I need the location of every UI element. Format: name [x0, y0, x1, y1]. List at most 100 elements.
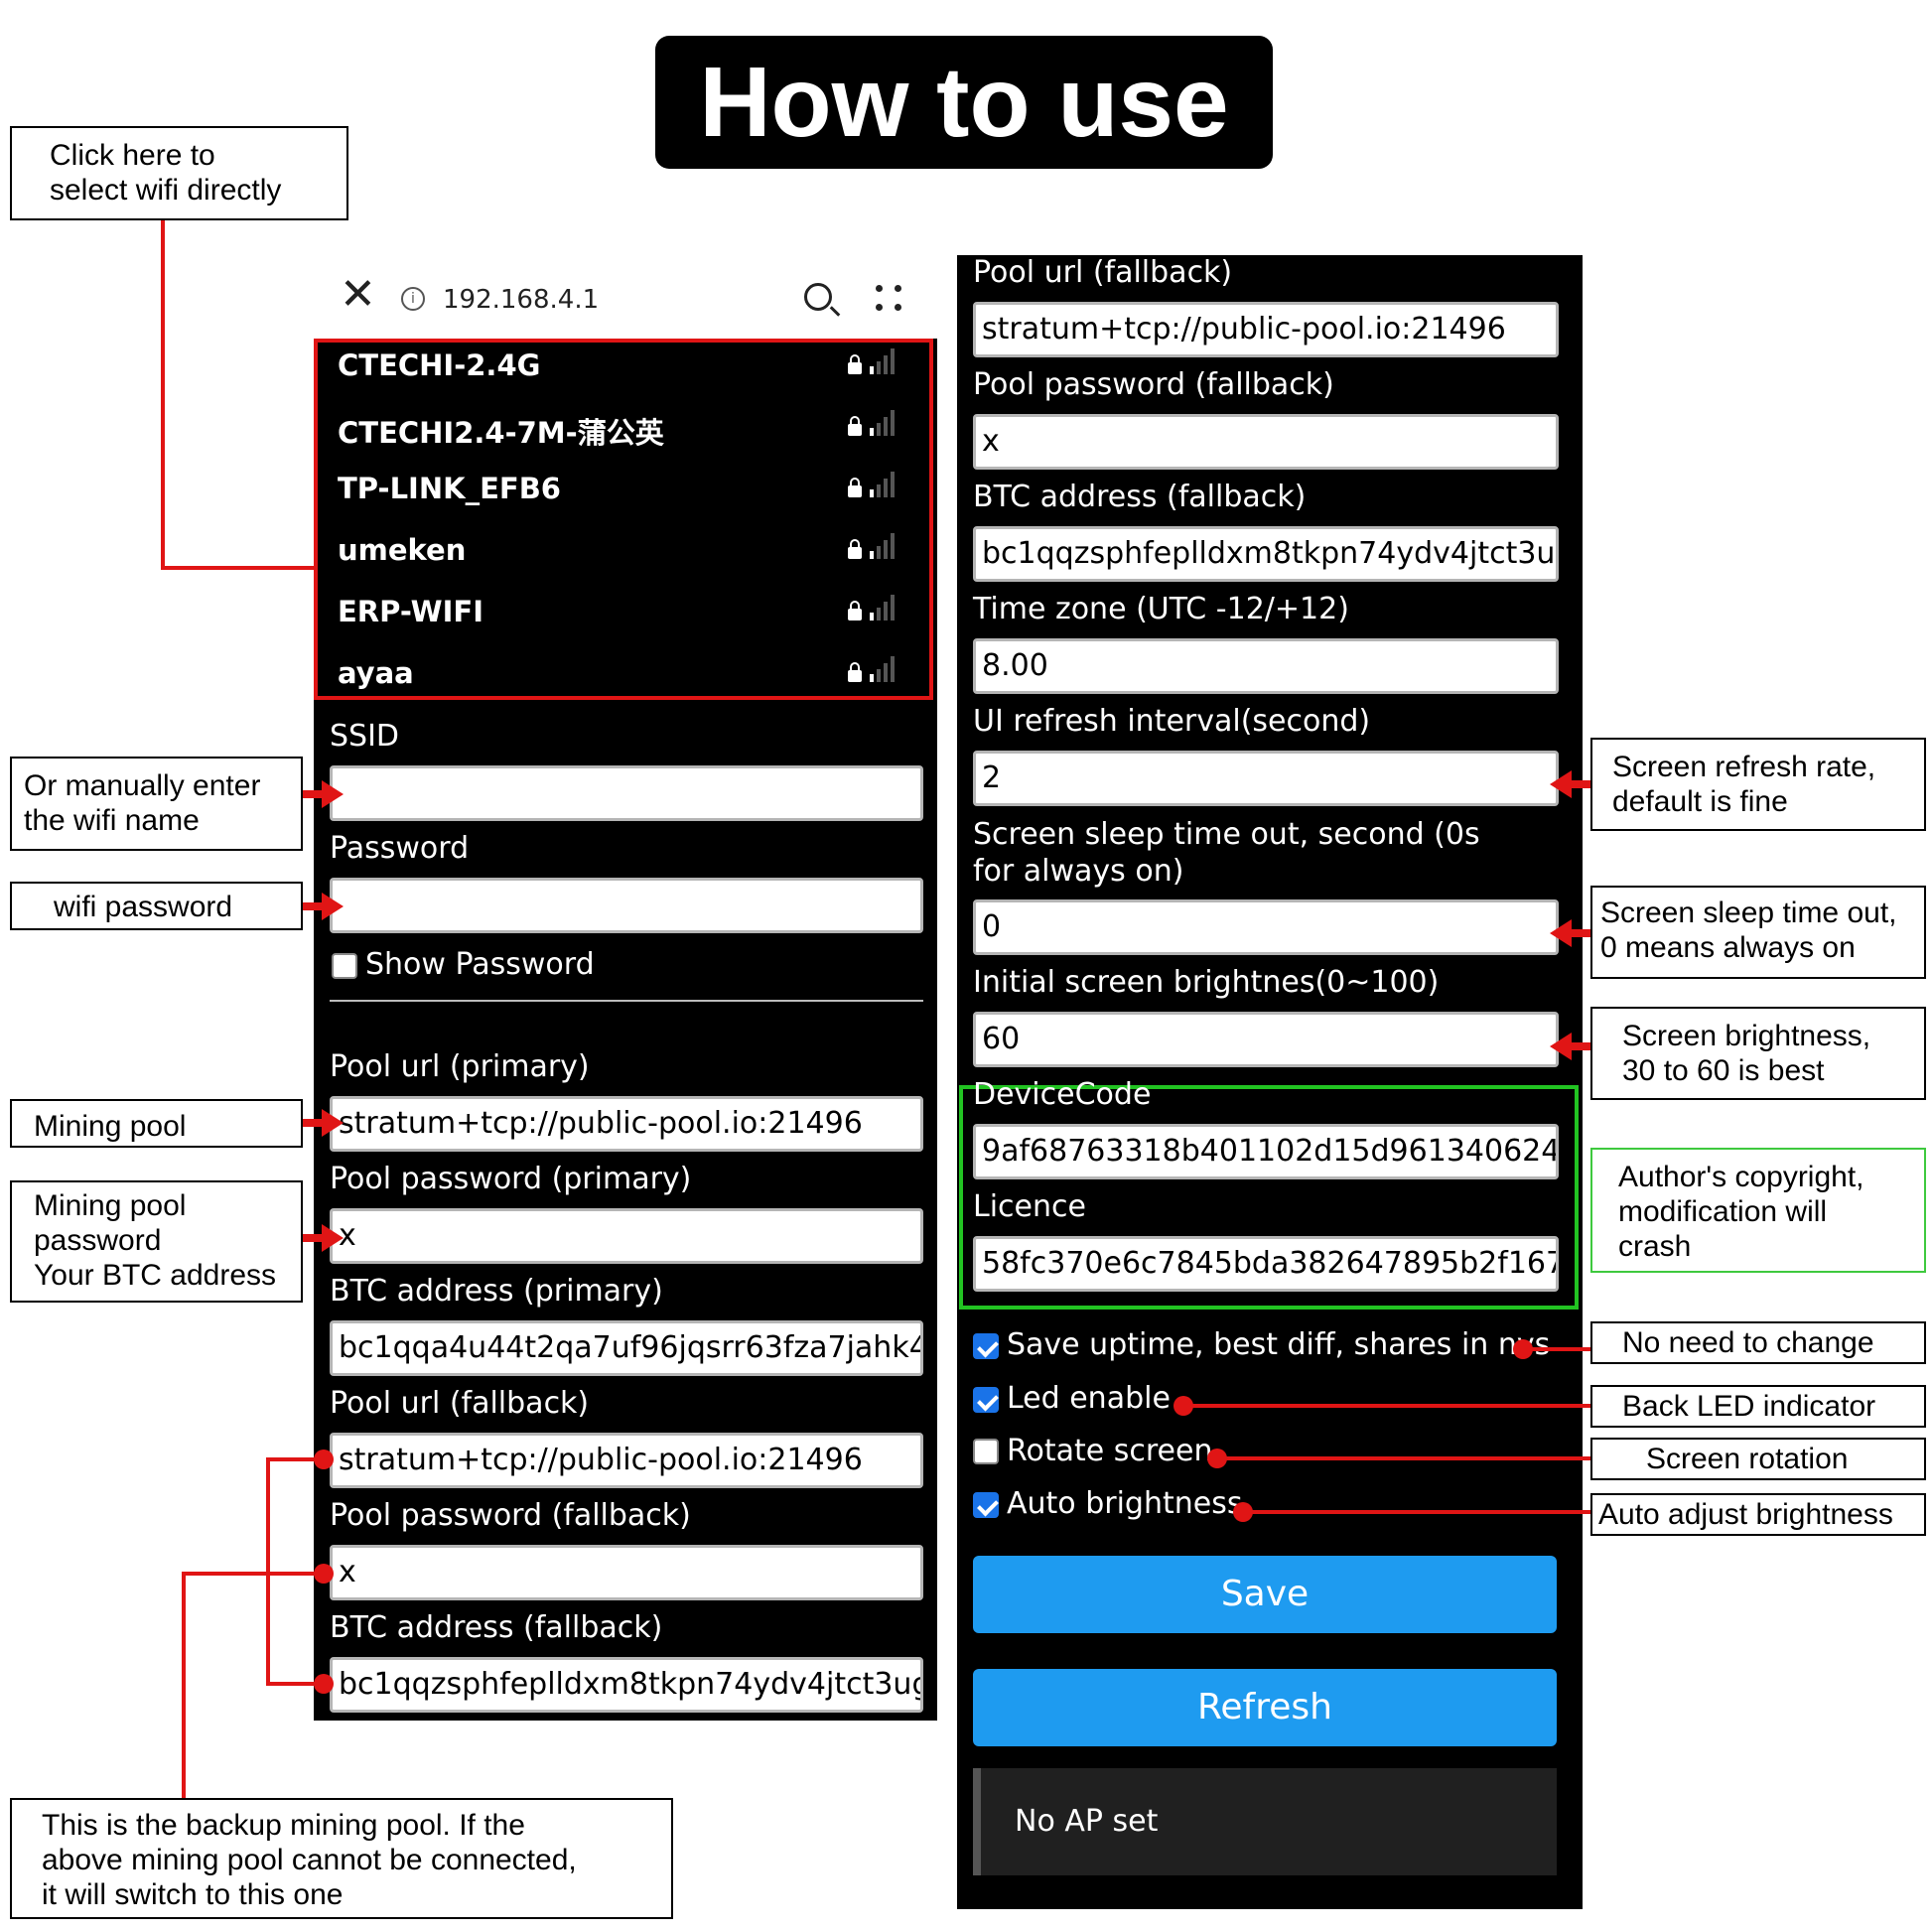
- info-icon[interactable]: i: [401, 287, 425, 311]
- arrow-sleep-head: [1550, 919, 1572, 947]
- address-bar-url[interactable]: 192.168.4.1: [443, 285, 600, 315]
- show-password-label: Show Password: [365, 947, 595, 982]
- ssid-label: SSID: [330, 719, 400, 754]
- timezone-input[interactable]: 8.00: [973, 638, 1559, 694]
- pool-url-primary-label: Pool url (primary): [330, 1049, 590, 1084]
- pool-password-fallback-input[interactable]: x: [973, 414, 1559, 470]
- rotate-screen-checkbox[interactable]: [973, 1439, 999, 1464]
- save-button[interactable]: Save: [973, 1556, 1557, 1633]
- lock-icon: [848, 539, 862, 559]
- arrow-pool-password-head: [322, 1224, 344, 1252]
- btc-address-primary-label: BTC address (primary): [330, 1274, 663, 1309]
- pool-url-primary-input[interactable]: stratum+tcp://public-pool.io:21496: [330, 1096, 923, 1152]
- refresh-button[interactable]: Refresh: [973, 1669, 1557, 1746]
- pool-password-fallback-input[interactable]: x: [330, 1545, 923, 1600]
- dot-back-led: [1173, 1396, 1193, 1416]
- licence-label: Licence: [973, 1189, 1086, 1224]
- ui-refresh-input[interactable]: 2: [973, 751, 1559, 806]
- btc-address-fallback-label: BTC address (fallback): [330, 1610, 663, 1645]
- status-message: No AP set: [973, 1768, 1557, 1875]
- wifi-network-name: CTECHI-2.4G: [338, 348, 541, 382]
- page-title: How to use: [655, 36, 1273, 169]
- pool-url-fallback-label: Pool url (fallback): [330, 1386, 590, 1421]
- arrow-refresh-rate-head: [1550, 770, 1572, 798]
- btc-address-fallback-input[interactable]: bc1qqzsphfeplldxm8tkpn74ydv4jtct3ug: [330, 1657, 923, 1713]
- ui-refresh-label: UI refresh interval(second): [973, 704, 1371, 739]
- auto-brightness-checkbox[interactable]: [973, 1492, 999, 1518]
- arrow-refresh-rate-shaft: [1569, 780, 1590, 788]
- btc-address-primary-input[interactable]: bc1qqa4u44t2qa7uf96jqsrr63fza7jahk42: [330, 1320, 923, 1376]
- arrow-wifi-password-shaft: [303, 902, 325, 910]
- rotate-screen-label: Rotate screen: [1007, 1434, 1213, 1468]
- wifi-network-item[interactable]: CTECHI2.4-7M-蒲公英: [338, 410, 913, 470]
- save-nvs-checkbox[interactable]: [973, 1333, 999, 1359]
- pool-url-fallback-input[interactable]: stratum+tcp://public-pool.io:21496: [973, 302, 1559, 357]
- signal-strength-icon: [870, 595, 897, 621]
- wifi-network-item[interactable]: umeken: [338, 533, 913, 593]
- lock-icon: [848, 478, 862, 497]
- password-label: Password: [330, 831, 470, 866]
- wifi-network-item[interactable]: CTECHI-2.4G: [338, 348, 913, 408]
- pool-password-primary-label: Pool password (primary): [330, 1162, 692, 1196]
- signal-strength-icon: [870, 533, 897, 559]
- callout-mining-pool: Mining pool: [10, 1099, 303, 1148]
- arrow-brightness-shaft: [1569, 1042, 1590, 1050]
- pool-password-fallback-label: Pool password (fallback): [973, 367, 1334, 402]
- btc-address-fallback-input[interactable]: bc1qqzsphfeplldxm8tkpn74ydv4jtct3ug: [973, 526, 1559, 582]
- wifi-network-item[interactable]: TP-LINK_EFB6: [338, 472, 913, 531]
- led-enable-checkbox[interactable]: [973, 1387, 999, 1413]
- arrow-brightness-head: [1550, 1033, 1572, 1060]
- pool-url-fallback-input[interactable]: stratum+tcp://public-pool.io:21496: [330, 1433, 923, 1488]
- line-backup-mid: [182, 1572, 328, 1798]
- lock-icon: [848, 662, 862, 682]
- pool-password-primary-input[interactable]: x: [330, 1208, 923, 1264]
- led-enable-label: Led enable: [1007, 1381, 1171, 1416]
- callout-manual-wifi: Or manually enter the wifi name: [10, 757, 303, 851]
- callout-back-led: Back LED indicator: [1590, 1385, 1926, 1428]
- callout-sleep-timeout: Screen sleep time out, 0 means always on: [1590, 886, 1926, 979]
- callout-copyright: Author's copyright, modification will cr…: [1590, 1148, 1926, 1273]
- wifi-network-item[interactable]: ayaa: [338, 656, 913, 716]
- sleep-label: Screen sleep time out, second (0s for al…: [973, 817, 1480, 889]
- divider: [330, 1000, 923, 1002]
- signal-strength-icon: [870, 472, 897, 497]
- callout-wifi-password: wifi password: [10, 882, 303, 930]
- dot-rotation: [1207, 1449, 1227, 1468]
- btc-address-fallback-label: BTC address (fallback): [973, 480, 1307, 514]
- dot-backup-btc: [314, 1674, 334, 1694]
- licence-input[interactable]: 58fc370e6c7845bda382647895b2f1672: [973, 1236, 1559, 1292]
- signal-strength-icon: [870, 348, 897, 374]
- pool-url-fallback-label: Pool url (fallback): [973, 255, 1233, 290]
- signal-strength-icon: [870, 656, 897, 682]
- right-phone-screen: Pool url (fallback) stratum+tcp://public…: [957, 255, 1583, 1909]
- arrow-mining-pool-shaft: [303, 1119, 325, 1127]
- sleep-input[interactable]: 0: [973, 899, 1559, 955]
- arrow-manual-wifi-shaft: [303, 790, 325, 798]
- show-password-checkbox[interactable]: [332, 953, 357, 979]
- device-code-input[interactable]: 9af68763318b401102d15d9613406242: [973, 1124, 1559, 1179]
- timezone-label: Time zone (UTC -12/+12): [973, 592, 1349, 626]
- dot-no-change: [1513, 1339, 1533, 1359]
- copyright-highlight: [959, 1085, 1579, 1310]
- pool-password-fallback-label: Pool password (fallback): [330, 1498, 691, 1533]
- password-input[interactable]: [330, 878, 923, 933]
- close-icon[interactable]: ✕: [340, 269, 376, 320]
- callout-no-change: No need to change: [1590, 1321, 1926, 1364]
- brightness-input[interactable]: 60: [973, 1012, 1559, 1067]
- left-phone-screen: ✕ i 192.168.4.1 CTECHI-2.4G CTECHI2.4-7M-…: [314, 255, 937, 1721]
- menu-dots-icon[interactable]: [876, 285, 903, 313]
- search-icon[interactable]: [804, 283, 832, 311]
- wifi-network-item[interactable]: ERP-WIFI: [338, 595, 913, 654]
- callout-backup-pool: This is the backup mining pool. If the a…: [10, 1798, 673, 1919]
- callout-brightness: Screen brightness, 30 to 60 is best: [1590, 1007, 1926, 1100]
- arrow-wifi-password-head: [322, 893, 344, 920]
- wifi-network-name: TP-LINK_EFB6: [338, 472, 561, 505]
- arrow-pool-password-shaft: [303, 1234, 325, 1242]
- save-nvs-label: Save uptime, best diff, shares in nvs: [1007, 1327, 1551, 1362]
- wifi-network-name: CTECHI2.4-7M-蒲公英: [338, 416, 664, 450]
- callout-select-wifi: Click here to select wifi directly: [10, 126, 348, 220]
- callout-rotation: Screen rotation: [1590, 1438, 1926, 1480]
- callout-auto-brightness: Auto adjust brightness: [1590, 1493, 1926, 1536]
